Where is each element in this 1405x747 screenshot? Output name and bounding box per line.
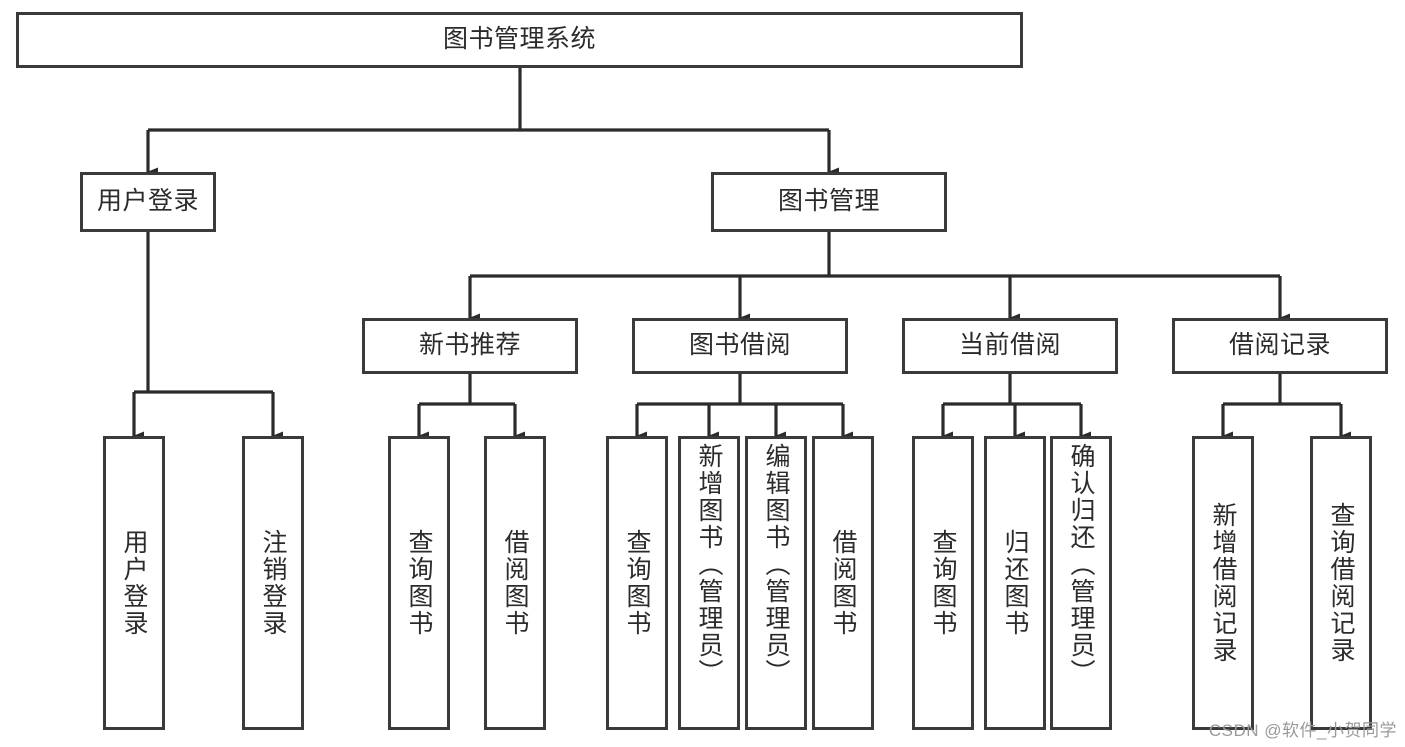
node-book-management[interactable]: 图书管理 <box>711 172 947 232</box>
leaf-recommend-query-book[interactable]: 查询图书 <box>388 436 450 730</box>
csdn-watermark: CSDN @软件_小贺同学 <box>1208 721 1397 740</box>
node-label: 查询借阅记录 <box>1327 502 1355 664</box>
leaf-record-add-borrow-record[interactable]: 新增借阅记录 <box>1192 436 1254 730</box>
node-new-book-recommend[interactable]: 新书推荐 <box>362 318 578 374</box>
node-book-management-system[interactable]: 图书管理系统 <box>16 12 1023 68</box>
node-label: 新增图书（管理员） <box>695 443 723 686</box>
node-borrow-record[interactable]: 借阅记录 <box>1172 318 1388 374</box>
node-label: 用户登录 <box>120 529 148 637</box>
node-label: 图书借阅 <box>688 331 791 360</box>
node-book-borrow[interactable]: 图书借阅 <box>632 318 848 374</box>
node-label: 查询图书 <box>623 529 651 637</box>
leaf-borrow-add-book-admin[interactable]: 新增图书（管理员） <box>678 436 740 730</box>
node-label: 借阅记录 <box>1228 331 1331 360</box>
leaf-borrow-query-book[interactable]: 查询图书 <box>606 436 668 730</box>
connector-paths <box>132 68 1351 441</box>
node-label: 借阅图书 <box>829 529 857 637</box>
node-label: 编辑图书（管理员） <box>762 443 790 686</box>
leaf-record-query-borrow-record[interactable]: 查询借阅记录 <box>1310 436 1372 730</box>
node-label: 归还图书 <box>1001 529 1029 637</box>
node-label: 查询图书 <box>405 529 433 637</box>
node-label: 图书管理系统 <box>442 25 596 54</box>
node-label: 查询图书 <box>929 529 957 637</box>
node-label: 新书推荐 <box>418 331 521 360</box>
node-label: 用户登录 <box>96 187 199 216</box>
node-label: 借阅图书 <box>501 529 529 637</box>
leaf-recommend-borrow-book[interactable]: 借阅图书 <box>484 436 546 730</box>
node-label: 确认归还（管理员） <box>1067 443 1095 686</box>
leaf-borrow-edit-book-admin[interactable]: 编辑图书（管理员） <box>745 436 807 730</box>
leaf-user-login[interactable]: 用户登录 <box>103 436 165 730</box>
node-label: 注销登录 <box>259 529 287 637</box>
leaf-current-return-book[interactable]: 归还图书 <box>984 436 1046 730</box>
leaf-current-confirm-return-admin[interactable]: 确认归还（管理员） <box>1050 436 1112 730</box>
node-label: 当前借阅 <box>958 331 1061 360</box>
node-label: 图书管理 <box>777 187 880 216</box>
leaf-user-logout[interactable]: 注销登录 <box>242 436 304 730</box>
node-label: 新增借阅记录 <box>1209 502 1237 664</box>
leaf-borrow-borrow-book[interactable]: 借阅图书 <box>812 436 874 730</box>
leaf-current-query-book[interactable]: 查询图书 <box>912 436 974 730</box>
node-current-borrow[interactable]: 当前借阅 <box>902 318 1118 374</box>
node-user-login[interactable]: 用户登录 <box>80 172 216 232</box>
